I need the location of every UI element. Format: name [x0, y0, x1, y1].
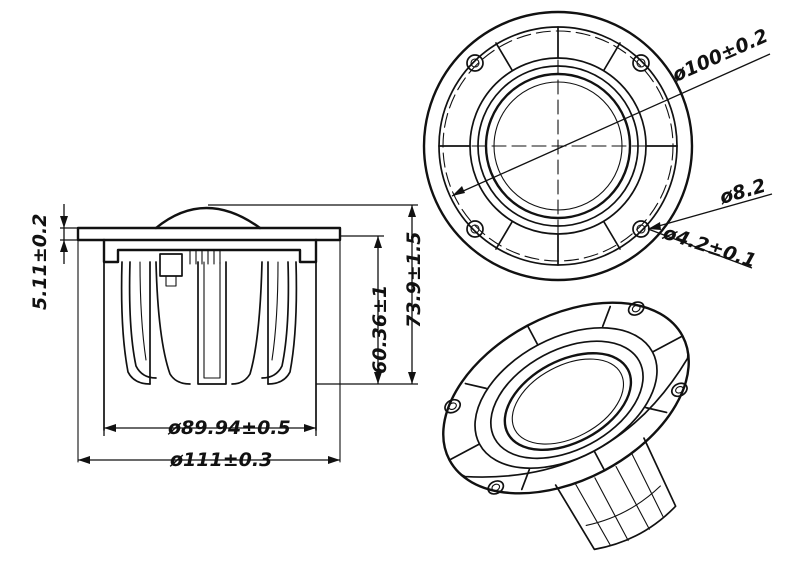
- dome: [154, 206, 262, 230]
- hole-diameter-label: ø4.2±0.1: [660, 222, 759, 273]
- dim-cutout-diameter: ø89.94±0.5: [103, 417, 317, 439]
- terminal: [159, 253, 183, 277]
- mounting-hole: [466, 220, 484, 238]
- cutout-diameter-label: ø89.94±0.5: [167, 417, 291, 439]
- flange-thickness-label: 5.11±0.2: [29, 214, 51, 310]
- mounting-hole: [632, 54, 650, 72]
- outer-diameter-label: ø111±0.3: [169, 449, 272, 471]
- overall-depth-label: 73.9±1.5: [403, 232, 425, 328]
- perspective-view: [442, 301, 690, 551]
- front-view: ø100±0.2 ø8.2 ø4.2±0.1: [422, 10, 773, 282]
- flange-plate: [76, 226, 342, 242]
- mounting-hole: [466, 54, 484, 72]
- bolt-circle-label: ø100±0.2: [668, 25, 771, 87]
- dim-flange-thickness: 5.11±0.2: [29, 204, 78, 310]
- mount-depth-label: 60.36±1: [369, 285, 391, 374]
- side-view: 5.11±0.2 60.36±1 73.9±1.5 ø89: [29, 204, 425, 471]
- dim-overall-depth: 73.9±1.5: [208, 204, 425, 385]
- basket-body: [102, 238, 318, 431]
- hole-head-label: ø8.2: [716, 175, 768, 209]
- perspective-flange: [442, 301, 690, 495]
- front-outer-rim: [422, 10, 694, 282]
- dim-hole: ø8.2 ø4.2±0.1: [647, 175, 773, 273]
- dim-mount-depth: 60.36±1: [316, 235, 391, 385]
- dim-outer-diameter: ø111±0.3: [78, 449, 340, 471]
- mounting-hole: [632, 220, 650, 238]
